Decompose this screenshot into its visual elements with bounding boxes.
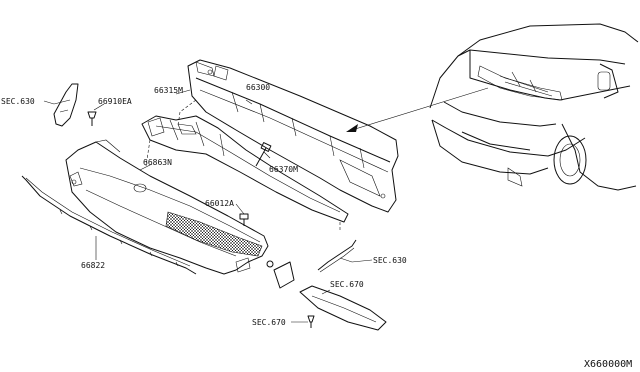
sec630-right-hose bbox=[317, 239, 357, 273]
vehicle-illustration bbox=[429, 23, 639, 191]
part-66370M-bolt bbox=[255, 142, 272, 167]
sec670-bracket bbox=[299, 285, 387, 331]
label-66300: 66300 bbox=[246, 83, 270, 92]
label-66822: 66822 bbox=[81, 261, 105, 270]
part-66863N-cowl-top-cover bbox=[65, 139, 269, 275]
leader-lines bbox=[43, 89, 373, 323]
label-66315M: 66315M bbox=[154, 86, 183, 95]
label-66370M: 66370M bbox=[269, 165, 298, 174]
sec630-left-bracket bbox=[53, 83, 79, 127]
label-sec670-lower: SEC.670 bbox=[252, 318, 286, 327]
label-sec670-upper: SEC.670 bbox=[330, 280, 364, 289]
part-66300-cowl-top-panel bbox=[177, 59, 399, 213]
part-66822-weatherstrip bbox=[21, 175, 197, 275]
diagram-code: X660000M bbox=[584, 359, 632, 370]
label-66863N: 66863N bbox=[143, 158, 172, 167]
part-66012A-clip bbox=[239, 213, 249, 226]
part-labels: SEC.630 66910EA 66315M 66300 66863N 6637… bbox=[1, 83, 632, 370]
part-66315M-cowl-front-panel bbox=[141, 115, 349, 232]
part-66910EA-clip bbox=[87, 111, 97, 126]
label-66012A: 66012A bbox=[205, 199, 234, 208]
location-arrow bbox=[346, 87, 489, 132]
label-sec630-left: SEC.630 bbox=[1, 97, 35, 106]
label-sec630-right: SEC.630 bbox=[373, 256, 407, 265]
grommet-part bbox=[266, 260, 295, 289]
label-66910EA: 66910EA bbox=[98, 97, 132, 106]
